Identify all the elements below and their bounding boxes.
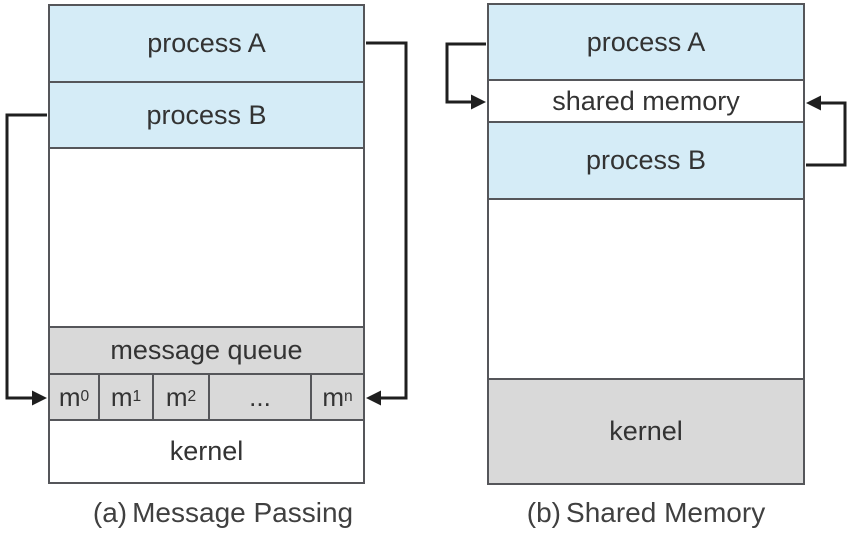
panel-a-kernel-label: kernel xyxy=(169,436,244,466)
arrow-process-a-to-shared-memory xyxy=(445,42,486,110)
panel-b-process-a-label: process A xyxy=(586,26,706,57)
queue-cell-m1-subscript: 1 xyxy=(132,388,142,406)
panel-b-empty-space xyxy=(489,200,803,378)
panel-b-process-b-label: process B xyxy=(585,145,707,175)
queue-cell-ellipsis: ... xyxy=(210,375,312,419)
queue-cell-ellipsis-label: ... xyxy=(249,381,271,412)
queue-cell-m1-label: m xyxy=(110,381,133,412)
arrow-process-b-to-queue-head xyxy=(5,113,47,406)
panel-b-process-b-box: process B xyxy=(489,123,803,200)
panel-a-process-a-box: process A xyxy=(50,6,363,83)
panel-a-caption-prefix: (a) xyxy=(92,497,128,528)
panel-b-process-a-box: process A xyxy=(489,5,803,81)
panel-a-process-a-label: process A xyxy=(147,28,266,58)
queue-cell-m2-label: m xyxy=(165,381,188,412)
shared-memory-label: shared memory xyxy=(552,85,740,116)
message-queue-box: message queue xyxy=(50,326,363,375)
panel-a-process-b-box: process B xyxy=(50,83,363,149)
shared-memory-box: shared memory xyxy=(489,81,803,123)
arrow-process-b-to-shared-memory xyxy=(806,95,847,167)
panel-b-caption-text: Shared Memory xyxy=(566,497,766,528)
queue-cell-mn-label: m xyxy=(322,381,344,412)
queue-cell-mn-subscript: n xyxy=(343,388,353,406)
panel-b-caption-prefix: (b) xyxy=(526,497,562,528)
panel-a-process-b-label: process B xyxy=(146,99,267,130)
queue-cell-m0-subscript: 0 xyxy=(80,388,90,406)
panel-a-kernel-box: kernel xyxy=(50,421,363,482)
queue-cell-m2-subscript: 2 xyxy=(187,388,197,406)
panel-a-caption: (a)Message Passing xyxy=(58,497,388,529)
panel-b-kernel-box: kernel xyxy=(489,378,803,483)
queue-cell-m0-label: m xyxy=(58,381,81,412)
message-queue-label: message queue xyxy=(110,335,303,365)
panel-a-caption-text: Message Passing xyxy=(132,497,354,528)
panel-b-shared-memory-box: process A shared memory process B kernel xyxy=(487,3,805,485)
panel-b-caption: (b)Shared Memory xyxy=(487,497,805,529)
panel-a-empty-space xyxy=(50,149,363,326)
panel-b-kernel-label: kernel xyxy=(609,416,683,446)
arrow-process-a-to-queue-tail xyxy=(366,41,408,406)
